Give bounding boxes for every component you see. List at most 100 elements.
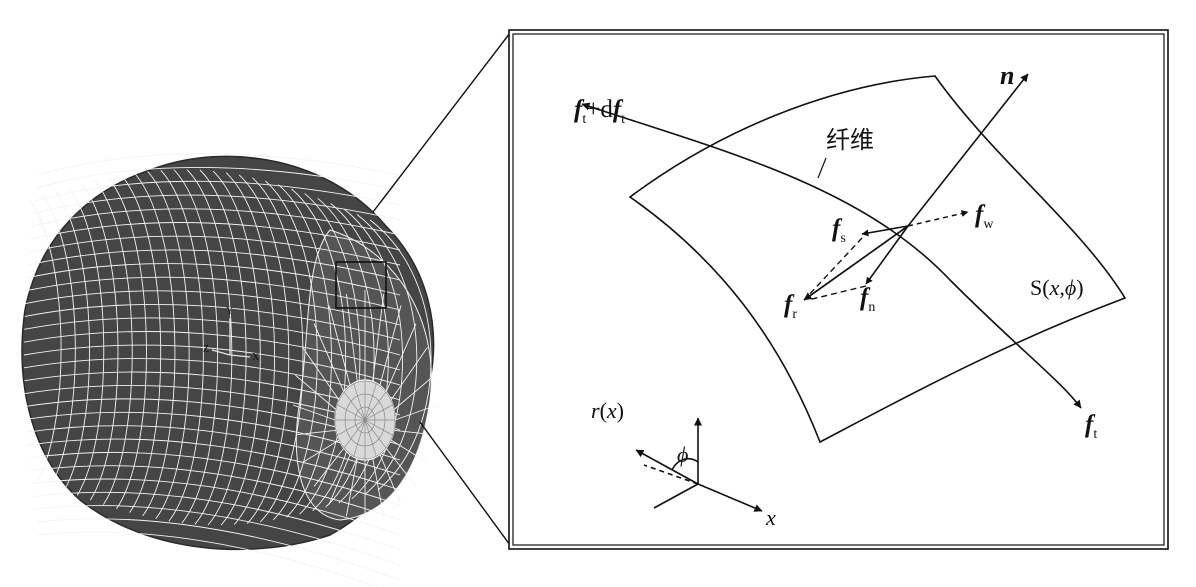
front-radial-line <box>390 439 428 463</box>
zoom-region-box <box>335 261 387 309</box>
force-fw-arrow <box>907 210 969 227</box>
front-radial-line <box>393 429 435 436</box>
front-radial-line <box>390 347 428 401</box>
mesh-ring-line <box>42 195 76 486</box>
mesh-band-line <box>25 290 401 326</box>
front-radial-line <box>295 429 337 436</box>
front-radial-line <box>393 374 435 410</box>
mesh-ring-line <box>160 169 204 522</box>
mesh-ring-line <box>186 169 233 525</box>
mesh-ring-line <box>304 193 361 512</box>
hub-radial-line <box>364 419 387 449</box>
mesh-band-line <box>30 222 401 251</box>
mesh-ring-line <box>147 171 190 520</box>
mesh-ring-line <box>199 169 247 526</box>
mesh-band-line <box>29 235 401 266</box>
mesh-band-line <box>33 194 401 221</box>
mesh-ring-line <box>81 184 119 501</box>
force-fs-arrow <box>861 225 909 237</box>
mesh-band-line <box>34 505 401 566</box>
force-fs-dashed <box>805 237 863 299</box>
mesh-ring-line <box>369 219 432 491</box>
mesh-ring-line <box>252 177 304 523</box>
mesh-band-line <box>36 518 401 581</box>
front-radial-line <box>385 448 417 487</box>
hub-radial-line <box>337 404 366 421</box>
mesh-ring-line <box>238 174 290 524</box>
mesh-band-line <box>26 425 401 476</box>
hub-radial-line <box>343 419 366 449</box>
mesh-band-line <box>37 153 401 176</box>
hub-radial-line <box>364 419 377 458</box>
label-fiber: 纤维 <box>826 126 874 154</box>
hub-grid <box>334 380 396 460</box>
hub-radial-line <box>337 419 366 436</box>
label-fs: fs <box>832 215 846 246</box>
mesh-band-line <box>29 451 401 506</box>
mesh-ring-line <box>134 172 176 517</box>
label-ft-plus-dft: ft+dft <box>574 96 625 127</box>
hub-ring <box>334 380 396 460</box>
mesh-ring-line <box>265 180 318 521</box>
mesh-ring-line <box>95 180 133 505</box>
fiber-leader <box>817 157 827 179</box>
mesh-band-line <box>30 465 401 521</box>
hub-radial-line <box>364 391 387 421</box>
label-fn: fn <box>860 284 875 315</box>
triad-z-label: Z <box>203 344 209 355</box>
front-radial-line <box>313 323 345 392</box>
label-fw: fw <box>975 201 994 232</box>
front-radial-line <box>372 458 385 517</box>
front-radial-line <box>379 305 402 386</box>
mesh-ring-line <box>68 187 105 496</box>
triad-y-label: Y <box>226 306 233 317</box>
label-x-axis: x <box>765 505 776 530</box>
front-radial-line <box>385 323 417 392</box>
mesh-band-line <box>36 167 401 191</box>
mesh-cylinder-model: Z Y X <box>21 153 438 587</box>
mesh-ring-line <box>55 191 90 491</box>
front-radial-line <box>302 347 340 401</box>
front-radial-line <box>302 439 340 463</box>
front-radial-line <box>295 374 337 410</box>
force-fr-arrow <box>803 225 909 301</box>
model-axes-triad <box>211 318 251 358</box>
mesh-band-line <box>31 208 401 236</box>
hub-radial-line <box>364 382 377 421</box>
label-ft: ft <box>1085 411 1097 442</box>
mesh-band-line <box>28 438 401 491</box>
triad-x-label: X <box>252 352 260 363</box>
zoom-connector-bottom <box>419 421 511 546</box>
detail-panel-frame-inner <box>512 33 1165 546</box>
label-surface: S(x,ϕ) <box>1030 275 1084 300</box>
normal-line-lower <box>865 225 909 285</box>
mesh-ring-line <box>225 172 275 525</box>
mesh-band-line <box>37 531 380 587</box>
front-radial-line <box>328 454 351 505</box>
normal-vector-n <box>907 73 1029 227</box>
zoom-connector-top <box>372 32 511 213</box>
mesh-band-line <box>26 276 401 311</box>
front-radial-line <box>379 454 402 505</box>
mesh-grid <box>23 153 438 587</box>
front-radial-line <box>345 458 358 517</box>
mesh-band-line <box>24 358 401 401</box>
fiber-curve <box>584 104 1082 409</box>
front-radial-line <box>328 305 351 386</box>
mesh-band-line <box>26 263 401 296</box>
mesh-band-line <box>24 303 401 341</box>
panel-axes-triad <box>635 417 763 512</box>
mesh-band-line <box>28 249 401 281</box>
hub-radial-line <box>364 419 393 436</box>
label-rx: r(x) <box>591 398 624 423</box>
mesh-band-line <box>24 331 401 371</box>
mesh-band-line <box>33 491 401 551</box>
mesh-ring-line <box>121 175 162 513</box>
mesh-ring-line <box>108 177 147 510</box>
mesh-ring-line <box>317 197 375 508</box>
front-radial-line <box>394 404 438 421</box>
label-fr: fr <box>784 291 797 322</box>
hub-ring <box>354 406 376 434</box>
